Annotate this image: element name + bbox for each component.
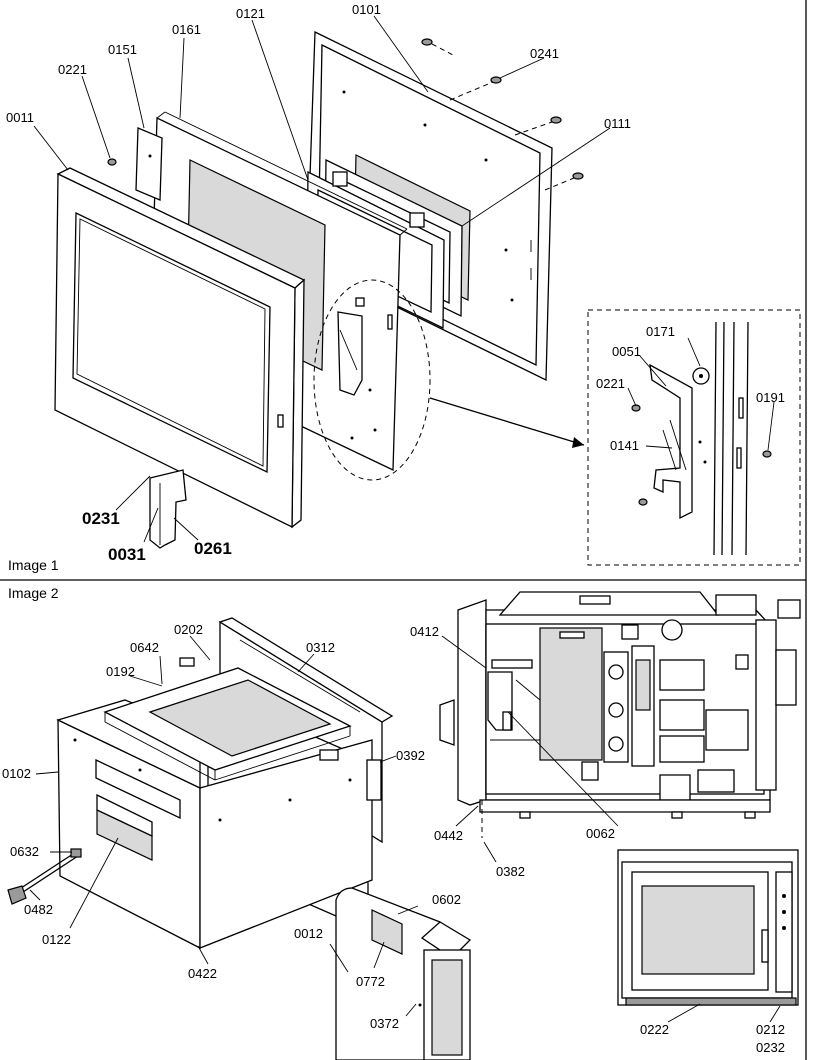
power-cord-0482 — [7, 848, 82, 905]
callout-0632: 0632 — [10, 844, 39, 859]
callout-0312: 0312 — [306, 640, 335, 655]
callout-0221: 0221 — [58, 62, 87, 77]
captions: Image 1 Image 2 — [8, 557, 59, 601]
callout-0161: 0161 — [172, 22, 201, 37]
side-view-chassis — [439, 591, 801, 838]
callout-0482: 0482 — [24, 902, 53, 917]
callout-0232: 0232 — [756, 1040, 785, 1055]
callout-0222: 0222 — [640, 1022, 669, 1037]
callout-0192: 0192 — [106, 664, 135, 679]
callout-labels: 0011 0221 0151 0161 0121 0101 0241 0111 … — [2, 2, 785, 1055]
callout-0151: 0151 — [108, 42, 137, 57]
callout-0442: 0442 — [434, 828, 463, 843]
callout-0202: 0202 — [174, 622, 203, 637]
callout-0602: 0602 — [432, 892, 461, 907]
door-frame-0151 — [135, 127, 163, 201]
callout-0051: 0051 — [612, 344, 641, 359]
callout-0372: 0372 — [370, 1016, 399, 1031]
screws-0241 — [107, 38, 584, 191]
leader-lines — [29, 15, 781, 1023]
outer-wrapper-0102 — [56, 699, 373, 950]
side-component-0392 — [366, 759, 382, 801]
callout-0102: 0102 — [2, 766, 31, 781]
callout-0171: 0171 — [646, 324, 675, 339]
door-latch-0031 — [149, 469, 187, 549]
image1-caption: Image 1 — [8, 557, 59, 573]
callout-0191: 0191 — [756, 390, 785, 405]
callout-0122: 0122 — [42, 932, 71, 947]
callout-0392: 0392 — [396, 748, 425, 763]
interlock-detail-inset — [587, 309, 801, 566]
callout-0412: 0412 — [410, 624, 439, 639]
callout-0101: 0101 — [352, 2, 381, 17]
callout-0221-detail: 0221 — [596, 376, 625, 391]
image2-chassis — [7, 591, 801, 1060]
image2-caption: Image 2 — [8, 585, 59, 601]
callout-0772: 0772 — [356, 974, 385, 989]
callout-0422: 0422 — [188, 966, 217, 981]
front-door-0011 — [54, 167, 306, 529]
callout-0642: 0642 — [130, 640, 159, 655]
callout-0382: 0382 — [496, 864, 525, 879]
callout-0111: 0111 — [604, 116, 631, 131]
image1-door-assembly — [54, 30, 801, 566]
callout-0062: 0062 — [586, 826, 615, 841]
front-view-microwave — [617, 849, 799, 1006]
callout-0141: 0141 — [610, 438, 639, 453]
callout-0261: 0261 — [194, 539, 232, 558]
callout-0241: 0241 — [530, 46, 559, 61]
interlock-area — [313, 279, 585, 481]
callout-0012: 0012 — [294, 926, 323, 941]
callout-0031: 0031 — [108, 545, 146, 564]
callout-0121: 0121 — [236, 6, 265, 21]
top-plate-0192 — [103, 667, 352, 781]
door-detail-0012 — [335, 887, 472, 1060]
callout-0212: 0212 — [756, 1022, 785, 1037]
callout-0011: 0011 — [6, 110, 34, 125]
callout-0231: 0231 — [82, 509, 120, 528]
